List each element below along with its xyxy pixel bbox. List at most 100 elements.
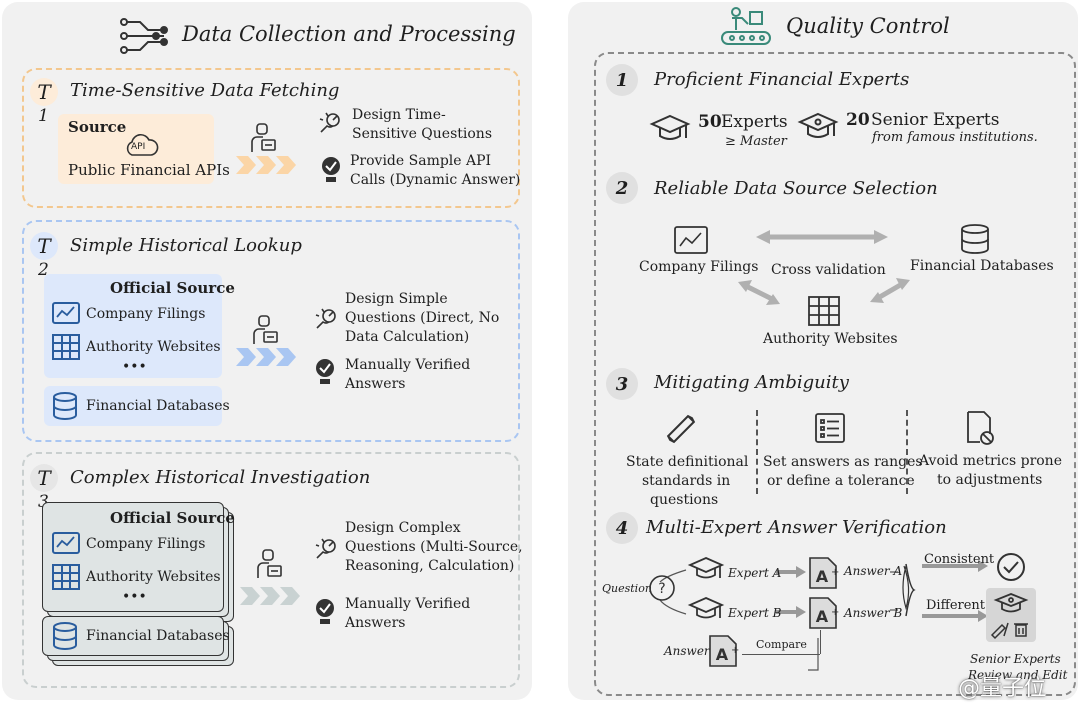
database-icon <box>53 392 77 420</box>
person-laptop-icon <box>253 315 278 344</box>
graduation-cap-icon <box>993 593 1029 613</box>
section-3-answer-line-1: Manually Verified <box>345 596 471 612</box>
compare-line <box>742 654 820 655</box>
cross-validation-arrows <box>738 230 910 305</box>
design-hand-icon <box>319 112 340 133</box>
section-2-letter-badge: T <box>30 232 58 260</box>
section-3-design-line-1: Design Complex <box>345 520 461 536</box>
step-3-title: Mitigating Ambiguity <box>654 372 849 393</box>
graduation-cap-icon <box>649 114 691 140</box>
step-4-title: Multi-Expert Answer Verification <box>646 517 947 538</box>
verify-review-edit: Review and Edit <box>968 668 1068 682</box>
database-icon <box>53 622 77 650</box>
person-laptop-icon <box>251 123 276 152</box>
section-3-design-line-3: Reasoning, Calculation) <box>345 558 515 574</box>
check-circle-icon <box>997 553 1025 581</box>
section-3-letter-badge: T <box>30 464 58 492</box>
ambiguity-1-line-1: State definitional <box>626 454 749 470</box>
design-hand-icon <box>315 538 336 559</box>
step-2-badge: 2 <box>606 172 638 204</box>
experts-label-b: Senior Experts <box>871 110 1000 130</box>
verification-flow-lines <box>659 560 988 671</box>
svg-text:A: A <box>816 607 829 626</box>
section-2-frame <box>22 220 520 442</box>
api-cloud-icon <box>126 134 159 156</box>
edit-delete-icon <box>990 622 1028 640</box>
list-document-icon <box>815 413 845 443</box>
database-icon <box>961 224 989 254</box>
check-badge-icon <box>316 359 334 384</box>
section-2-db-box <box>44 386 222 426</box>
section-1-answer-line-2: Calls (Dynamic Answer) <box>350 172 521 188</box>
svg-text:?: ? <box>658 581 665 597</box>
section-2-design-line-2: Questions (Direct, No <box>345 310 500 326</box>
table-grid-icon <box>52 564 80 590</box>
blocked-document-icon <box>967 411 994 445</box>
section-2-title: Simple Historical Lookup <box>70 235 302 256</box>
section-1-design-line-2: Sensitive Questions <box>352 126 492 142</box>
section-3-number: 3 <box>38 492 49 512</box>
verify-question-label: Question <box>602 582 652 595</box>
section-3-source-box <box>42 502 224 612</box>
verify-senior-experts: Senior Experts <box>970 652 1061 666</box>
section-2-db-label: Financial Databases <box>86 398 230 414</box>
check-badge-icon <box>322 157 340 182</box>
graded-answer-icon: A+ <box>709 635 739 667</box>
watermark: @量子位 <box>958 676 1047 701</box>
source-company-filings: Company Filings <box>639 259 759 275</box>
compare-line-up <box>820 630 821 654</box>
section-3-db-box <box>42 616 224 656</box>
verify-answer-b: Answer B <box>844 606 903 620</box>
ambiguity-3-line-2: to adjustments <box>937 472 1043 488</box>
verify-expert-b: Expert B <box>728 606 782 620</box>
verify-expert-a: Expert A <box>728 566 782 580</box>
section-2-answer-line-1: Manually Verified <box>345 357 471 373</box>
step-3-badge: 3 <box>606 368 638 400</box>
table-grid-icon <box>808 296 840 326</box>
verify-compare-label: Compare <box>756 638 807 651</box>
svg-text:+: + <box>731 645 739 656</box>
section-2-source-ellipsis: ••• <box>122 359 147 375</box>
source-authority-websites: Authority Websites <box>763 331 898 347</box>
conveyor-worker-icon <box>721 7 771 45</box>
graduation-cap-icon <box>687 557 725 579</box>
step-1-title: Proficient Financial Experts <box>654 69 910 90</box>
ambiguity-divider-2 <box>906 410 908 494</box>
experts-label-a: Experts <box>721 112 788 132</box>
section-3-answer-line-2: Answers <box>345 615 406 631</box>
section-2-source-box <box>44 274 222 378</box>
step-4-badge: 4 <box>606 512 638 544</box>
person-laptop-icon <box>257 549 282 578</box>
experts-sub-a: ≥ Master <box>725 134 787 149</box>
section-3-chevrons <box>240 587 300 605</box>
svg-text:+: + <box>831 567 839 578</box>
ambiguity-2-line-2: or define a tolerance <box>767 473 915 489</box>
svg-text:A: A <box>716 645 729 664</box>
section-1-answer-line-1: Provide Sample API <box>350 153 492 169</box>
ambiguity-1-line-3: questions <box>650 492 719 508</box>
section-1-source-heading: Source <box>68 118 127 136</box>
design-hand-icon <box>315 308 336 329</box>
question-circle-icon: ? <box>649 575 675 601</box>
source-cross-validation: Cross validation <box>771 262 886 278</box>
section-1-letter-badge: T <box>30 78 58 106</box>
section-3-source-heading: Official Source <box>110 509 235 527</box>
section-2-source-item-1: Company Filings <box>86 306 206 322</box>
section-2-number: 2 <box>38 260 49 280</box>
right-panel-title: Quality Control <box>786 14 950 38</box>
section-2-source-item-2: Authority Websites <box>86 339 221 355</box>
ambiguity-divider-1 <box>756 410 758 494</box>
source-financial-databases: Financial Databases <box>910 258 1054 274</box>
verify-answer-label: Answer <box>664 644 710 658</box>
section-2-answer-line-2: Answers <box>345 376 406 392</box>
section-1-chevrons <box>236 156 296 174</box>
section-3-title: Complex Historical Investigation <box>70 467 371 488</box>
graduation-cap-icon <box>797 112 839 138</box>
section-2-design-line-3: Data Calculation) <box>345 329 470 345</box>
svg-text:A: A <box>816 567 829 586</box>
chart-window-icon <box>52 302 80 324</box>
section-3-frame <box>22 452 520 688</box>
section-2-source-heading: Official Source <box>110 279 235 297</box>
svg-text:+: + <box>831 607 839 618</box>
section-1-title: Time-Sensitive Data Fetching <box>70 80 340 101</box>
